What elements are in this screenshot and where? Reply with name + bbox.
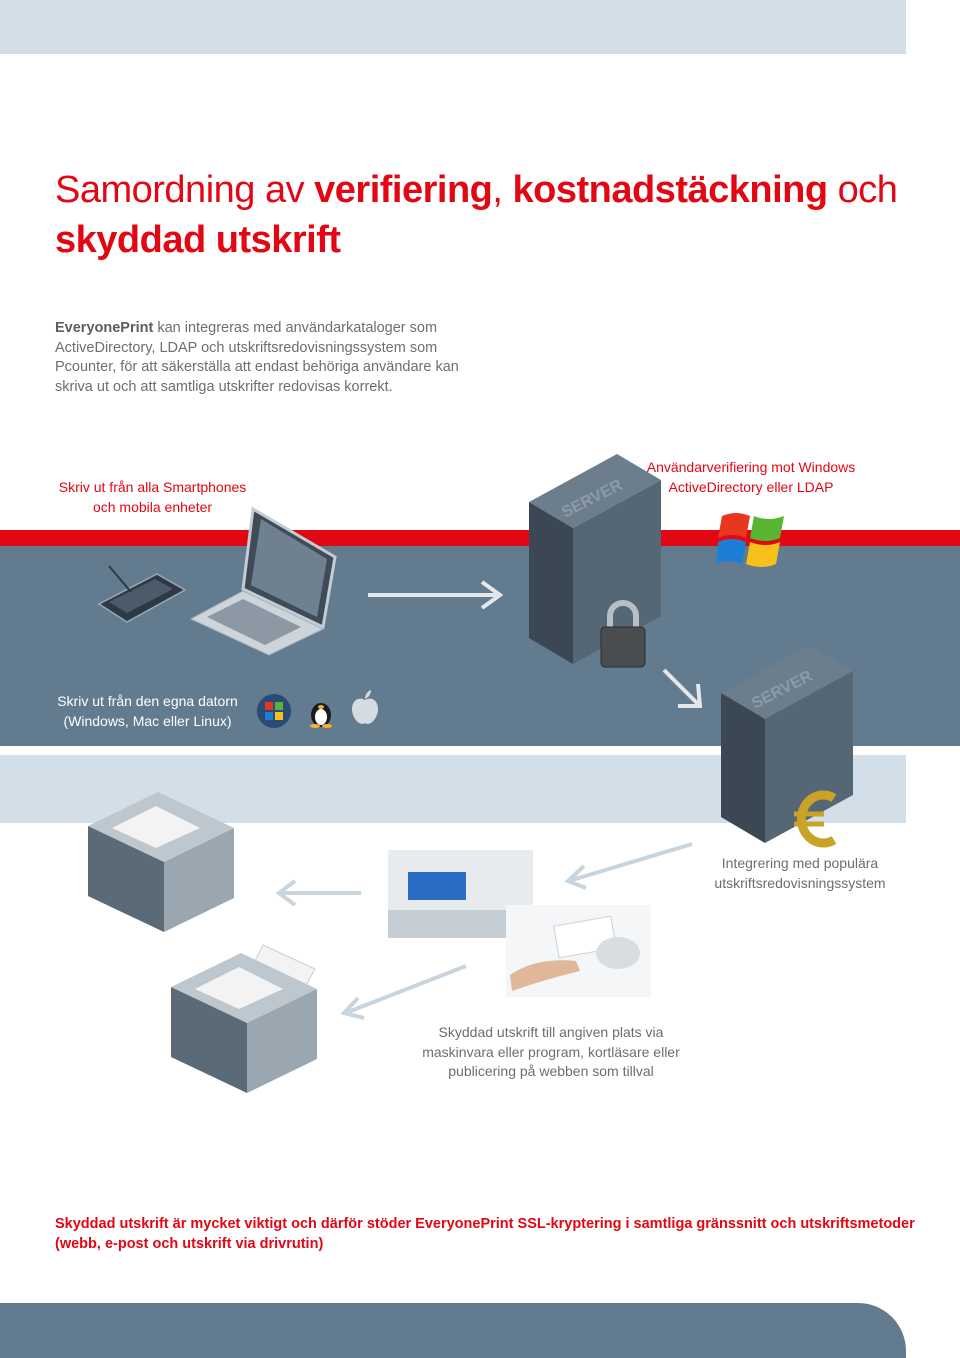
card-reader-icon xyxy=(506,905,651,997)
red-divider-band xyxy=(0,530,960,546)
top-color-bar xyxy=(0,0,906,54)
arrow-icon xyxy=(340,964,467,1020)
padlock-icon xyxy=(600,600,646,668)
arrow-icon xyxy=(662,668,703,708)
page-title: Samordning av verifiering, kostnadstäckn… xyxy=(55,169,898,261)
windows-logo-icon xyxy=(257,694,291,728)
printer-icon xyxy=(88,792,234,932)
arrow-icon xyxy=(275,879,361,907)
smartphone-icon xyxy=(97,565,187,623)
windows-logo-icon xyxy=(716,513,784,567)
linux-penguin-icon xyxy=(310,703,332,728)
euro-icon xyxy=(794,790,837,848)
laptop-icon xyxy=(189,506,337,656)
arrow-icon xyxy=(368,580,504,610)
footer-note: Skyddad utskrift är mycket viktigt och d… xyxy=(55,1216,915,1252)
brand-name: EveryonePrint xyxy=(55,320,154,336)
caption-own-computer: Skriv ut från den egna datorn(Windows, M… xyxy=(57,693,238,729)
intro-paragraph: EveryonePrint kan integreras med använda… xyxy=(55,320,459,395)
arrow-icon xyxy=(564,842,693,890)
bottom-color-bar xyxy=(0,1303,906,1358)
printer-icon xyxy=(171,944,317,1093)
apple-logo-icon xyxy=(352,690,378,724)
server-icon: SERVER xyxy=(721,645,853,843)
